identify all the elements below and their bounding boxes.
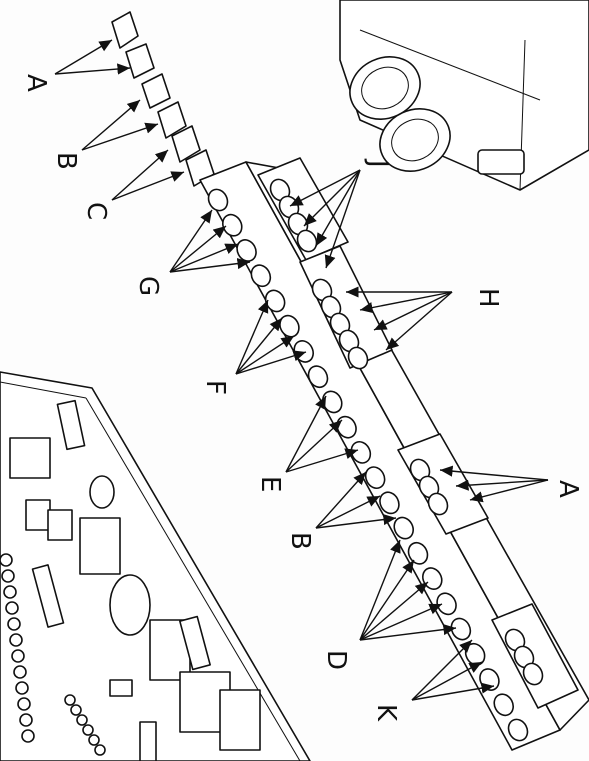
label-k: K xyxy=(371,704,401,722)
screw xyxy=(236,239,257,262)
board-pin xyxy=(94,744,106,756)
leader-line xyxy=(303,169,361,227)
leader-line xyxy=(411,639,473,701)
leader-line xyxy=(285,395,327,473)
circuit-board xyxy=(0,371,311,761)
screw xyxy=(522,662,544,686)
screw xyxy=(207,188,229,212)
screw xyxy=(347,346,369,370)
label-d: D xyxy=(321,650,351,670)
leader-line xyxy=(315,495,381,529)
label-h: H xyxy=(473,288,503,308)
board-pin xyxy=(70,704,82,716)
leader-line xyxy=(235,335,295,375)
label-left-b: B xyxy=(51,152,81,170)
label-e: E xyxy=(255,476,285,492)
leader-line xyxy=(285,448,359,473)
screw xyxy=(364,466,386,490)
leader-line xyxy=(169,258,251,273)
screw xyxy=(407,541,429,565)
label-left-a: A xyxy=(21,74,51,92)
leader-line xyxy=(289,169,361,207)
terminal-screws xyxy=(207,178,544,742)
board-pin xyxy=(88,734,100,746)
leader-lines xyxy=(54,39,549,701)
leader-line xyxy=(169,243,239,273)
label-g: G xyxy=(133,276,163,296)
leader-line xyxy=(359,581,429,641)
leader-line xyxy=(54,63,131,75)
leader-line xyxy=(439,465,549,481)
leader-line xyxy=(324,169,361,269)
board-pin xyxy=(3,585,17,599)
leader-line xyxy=(235,350,307,375)
leader-line xyxy=(359,559,415,641)
leader-line xyxy=(455,479,549,491)
leader-line xyxy=(359,291,453,314)
leader-line xyxy=(315,514,397,529)
leader-line xyxy=(169,225,227,273)
leader-line xyxy=(411,661,483,701)
board-pin xyxy=(13,665,27,679)
screw xyxy=(427,492,449,516)
leader-line xyxy=(411,682,495,701)
label-j: J xyxy=(363,158,393,168)
leader-line xyxy=(111,171,185,201)
board-pin xyxy=(9,633,23,647)
board-pin xyxy=(76,714,88,726)
leader-line xyxy=(315,471,367,529)
connector-housing xyxy=(339,0,589,191)
board-pin xyxy=(0,553,13,567)
board-pin xyxy=(19,713,33,727)
label-b-mid: B xyxy=(285,532,315,550)
leader-line xyxy=(54,39,113,75)
leader-line xyxy=(169,209,213,273)
screw xyxy=(507,718,529,742)
screw xyxy=(493,693,514,717)
leader-line xyxy=(315,169,361,247)
board-pin xyxy=(1,569,15,583)
board-pin xyxy=(64,694,76,706)
screw xyxy=(307,365,329,389)
leader-line xyxy=(359,539,401,641)
leader-line xyxy=(373,291,453,331)
leader-line xyxy=(235,317,283,375)
label-a-right: A xyxy=(553,480,583,498)
board-pin xyxy=(7,617,21,631)
screw xyxy=(379,491,400,515)
board-pin xyxy=(11,649,25,663)
leader-line xyxy=(385,291,453,351)
board-pin xyxy=(17,697,31,711)
label-f: F xyxy=(200,380,230,395)
screw xyxy=(296,229,318,253)
terminal-strip xyxy=(199,157,589,751)
board-pins xyxy=(0,553,106,756)
label-left-c: C xyxy=(81,202,111,220)
leader-line xyxy=(81,122,159,151)
board-pin xyxy=(5,601,19,615)
spade-tabs xyxy=(111,11,215,187)
board-pin xyxy=(21,729,35,743)
leader-line xyxy=(235,299,269,375)
leader-line xyxy=(469,479,549,503)
leader-line xyxy=(359,603,443,641)
leader-line xyxy=(359,624,457,641)
board-pin xyxy=(82,724,94,736)
screw xyxy=(250,264,272,288)
leader-line xyxy=(81,99,141,151)
board-pin xyxy=(15,681,29,695)
leader-line xyxy=(285,419,343,473)
screw xyxy=(393,516,414,540)
leader-line xyxy=(111,149,169,201)
